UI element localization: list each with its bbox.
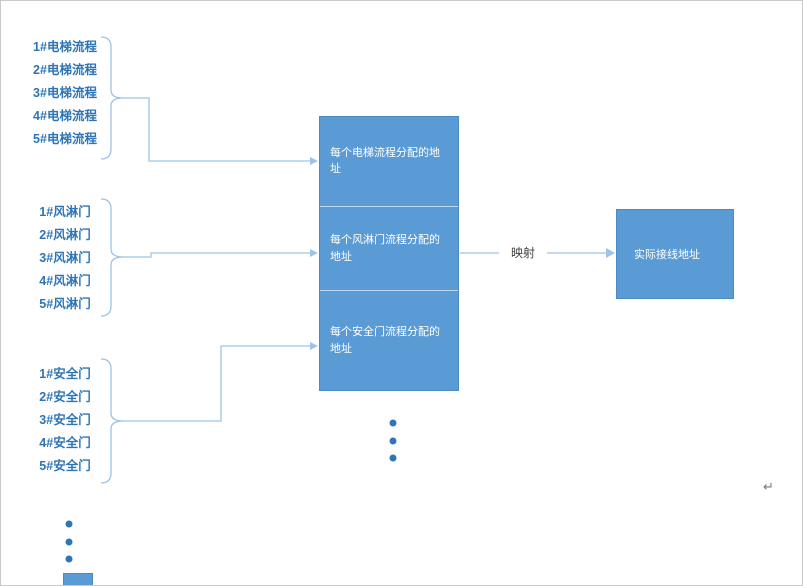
arrowhead-elevator xyxy=(310,157,318,165)
list-item: 5#安全门 xyxy=(39,459,91,473)
air-shower-door-list: 1#风淋门 2#风淋门 3#风淋门 4#风淋门 5#风淋门 xyxy=(27,201,103,316)
arrowhead-safety-door xyxy=(310,342,318,350)
connector-elevator-to-box xyxy=(123,97,310,162)
list-item: 4#安全门 xyxy=(39,436,91,450)
ellipsis-dot-left-1 xyxy=(65,520,73,528)
partial-box-cutoff xyxy=(63,573,93,585)
actual-wiring-address-box: 实际接线地址 xyxy=(616,209,734,299)
list-item: 3#电梯流程 xyxy=(33,86,97,100)
list-item: 2#风淋门 xyxy=(39,228,91,242)
list-item: 1#安全门 xyxy=(39,367,91,381)
list-item: 2#电梯流程 xyxy=(33,63,97,77)
arrowhead-mapping xyxy=(606,248,615,258)
list-item: 1#风淋门 xyxy=(39,205,91,219)
list-item: 5#电梯流程 xyxy=(33,132,97,146)
connector-safety-door-to-box xyxy=(123,345,310,422)
list-item: 4#电梯流程 xyxy=(33,109,97,123)
ellipsis-dot-center-1 xyxy=(389,419,397,427)
allocation-cell-elevator: 每个电梯流程分配的地址 xyxy=(330,146,440,176)
safety-door-list: 1#安全门 2#安全门 3#安全门 4#安全门 5#安全门 xyxy=(27,363,103,478)
list-item: 1#电梯流程 xyxy=(33,40,97,54)
list-item: 3#风淋门 xyxy=(39,251,91,265)
list-item: 5#风淋门 xyxy=(39,297,91,311)
list-item: 3#安全门 xyxy=(39,413,91,427)
ellipsis-dot-center-3 xyxy=(389,454,397,462)
brace-safety-door-group xyxy=(100,358,124,484)
allocation-cell-air-shower: 每个风淋门流程分配的地址 xyxy=(320,205,458,291)
mapping-arrow-label: 映射 xyxy=(499,244,547,261)
arrowhead-air-shower xyxy=(310,249,318,257)
paragraph-return-mark: ↵ xyxy=(763,479,774,494)
brace-air-shower-group xyxy=(100,198,124,317)
ellipsis-dot-center-2 xyxy=(389,437,397,445)
list-item: 2#安全门 xyxy=(39,390,91,404)
ellipsis-dot-left-2 xyxy=(65,538,73,546)
address-allocation-box: 每个电梯流程分配的地址 每个风淋门流程分配的地址 每个安全门流程分配的地址 xyxy=(319,116,459,391)
ellipsis-dot-left-3 xyxy=(65,555,73,563)
connector-air-shower-to-box xyxy=(123,252,310,258)
brace-elevator-group xyxy=(100,36,124,160)
allocation-cell-safety-door: 每个安全门流程分配的地址 xyxy=(320,290,458,390)
list-item: 4#风淋门 xyxy=(39,274,91,288)
elevator-process-list: 1#电梯流程 2#电梯流程 3#电梯流程 4#电梯流程 5#电梯流程 xyxy=(27,36,103,151)
